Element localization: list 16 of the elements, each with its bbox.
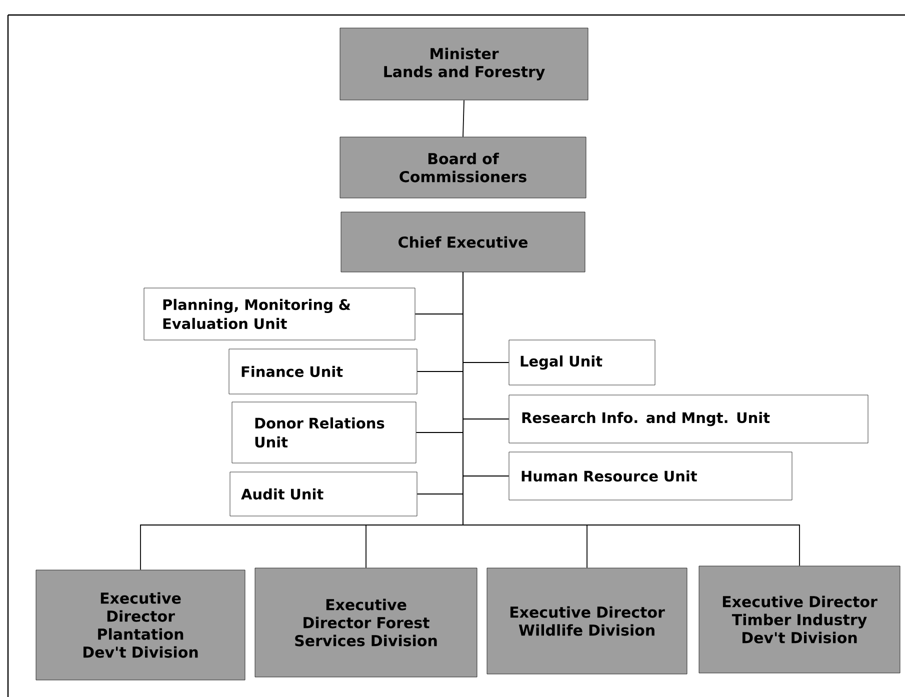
connector — [462, 272, 800, 566]
office-box: Minister Lands and Forestry — [340, 28, 588, 100]
unit-box: Audit Unit — [230, 472, 418, 516]
office-box: Board of Commissioners — [340, 136, 586, 198]
unit-box: Finance Unit — [228, 348, 418, 394]
office-box: Chief Executive — [340, 212, 586, 272]
division-box: Executive Director Plantation Dev't Division — [36, 570, 246, 680]
unit-box: Human Resource Unit — [508, 452, 792, 500]
division-box: Executive Director Forest Services Division — [254, 568, 478, 678]
unit-box: Legal Unit — [508, 340, 656, 386]
unit-box: Planning, Monitoring & Evaluation Unit — [144, 288, 416, 340]
connector — [462, 100, 464, 138]
division-box: Executive Director Wildlife Division — [486, 568, 688, 674]
unit-box: Research Info. and Mngt. Unit — [508, 394, 868, 444]
unit-box: Donor Relations Unit — [232, 402, 416, 464]
division-box: Executive Director Timber Industry Dev't Division — [698, 566, 900, 674]
